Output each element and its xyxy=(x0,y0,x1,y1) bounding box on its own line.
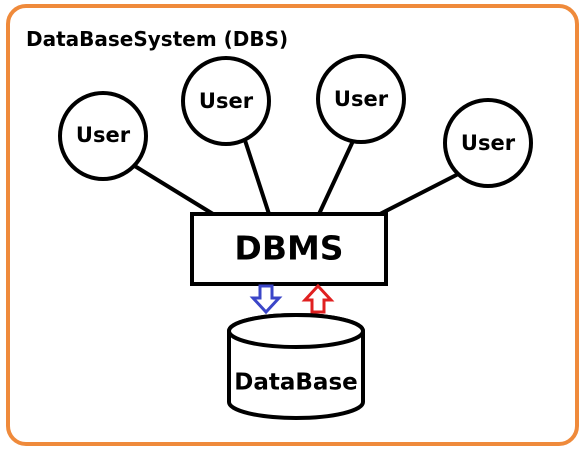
user-label: User xyxy=(76,123,131,147)
up-arrow-icon xyxy=(301,283,335,314)
dbms-label: DBMS xyxy=(234,229,343,268)
user-label: User xyxy=(461,131,516,155)
diagram-title: DataBaseSystem (DBS) xyxy=(26,27,288,51)
down-arrow-icon xyxy=(249,284,283,315)
user-node-4: User xyxy=(443,98,533,188)
user-circle xyxy=(316,54,406,144)
database-cylinder-top xyxy=(227,313,365,349)
user-node-3: User xyxy=(316,54,406,144)
connector-user-1 xyxy=(123,158,215,216)
database-node: DataBase xyxy=(227,313,365,420)
user-node-1: User xyxy=(58,91,148,181)
database-label: DataBase xyxy=(234,370,357,396)
user-label: User xyxy=(199,89,254,113)
user-circle xyxy=(58,91,148,181)
user-circle xyxy=(181,56,271,146)
connector-user-4 xyxy=(378,166,472,216)
user-label: User xyxy=(334,87,389,111)
dbms-node: DBMS xyxy=(190,212,388,286)
user-circle xyxy=(443,98,533,188)
user-node-2: User xyxy=(181,56,271,146)
dbms-box xyxy=(190,212,388,286)
